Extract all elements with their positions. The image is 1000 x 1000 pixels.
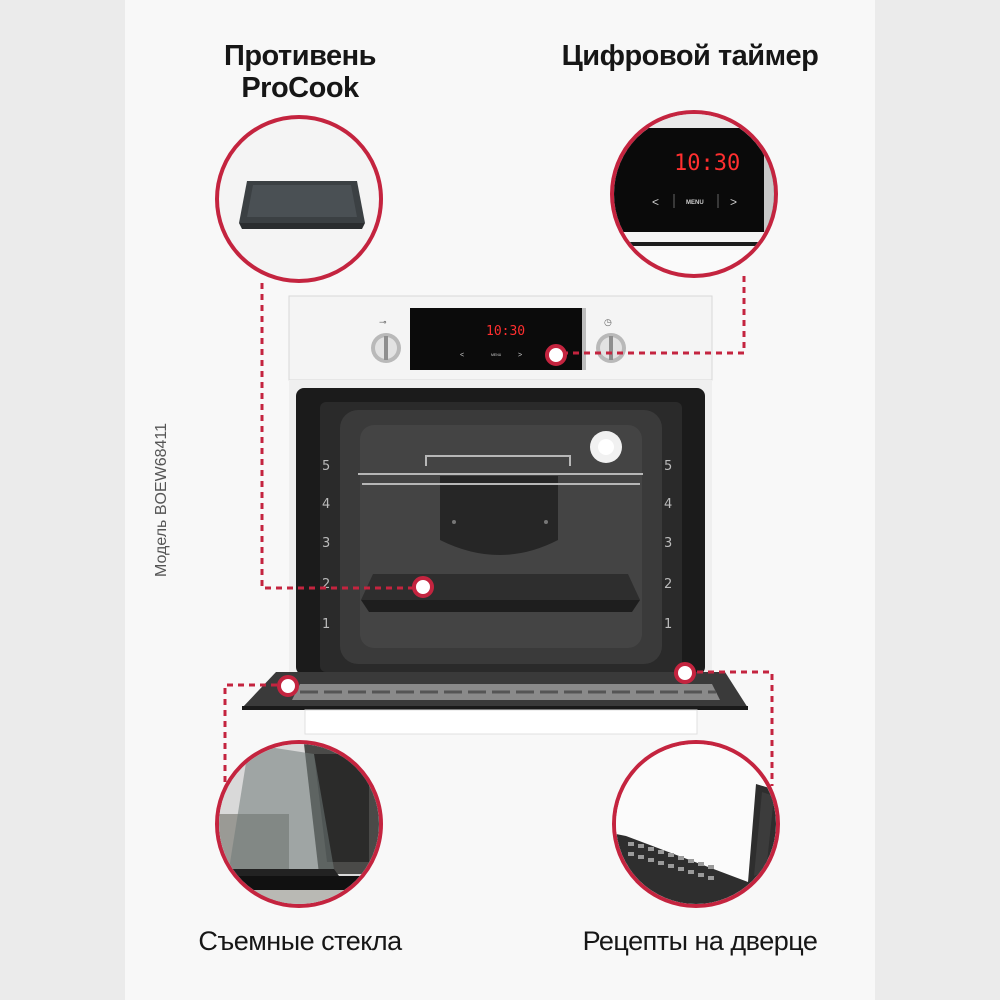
label-removable-glass: Съемные стекла <box>198 926 402 956</box>
tray-image <box>239 181 365 229</box>
glass-closeup-image <box>219 744 379 904</box>
recipes-closeup-image <box>616 744 776 904</box>
timer-zoom-time: 10:30 <box>674 151 740 176</box>
zoom-glass-circle <box>215 740 383 908</box>
label-tray-procook: Противень ProCook <box>224 40 377 105</box>
label-recipes-on-door: Рецепты на дверце <box>582 926 818 956</box>
timer-zoom-menu: MENU <box>686 200 704 206</box>
timer-zoom-left-arrow: < <box>652 195 659 209</box>
timer-zoom-right-arrow: > <box>730 195 737 209</box>
timer-closeup-image: 10:30 < MENU > <box>614 114 774 250</box>
label-digital-timer: Цифровой таймер <box>561 40 819 72</box>
zoom-tray-circle <box>215 115 383 283</box>
zoom-recipes-circle <box>612 740 780 908</box>
zoom-timer-circle: 10:30 < MENU > <box>610 110 778 278</box>
model-caption: Модель BOEW68411 <box>153 422 170 578</box>
